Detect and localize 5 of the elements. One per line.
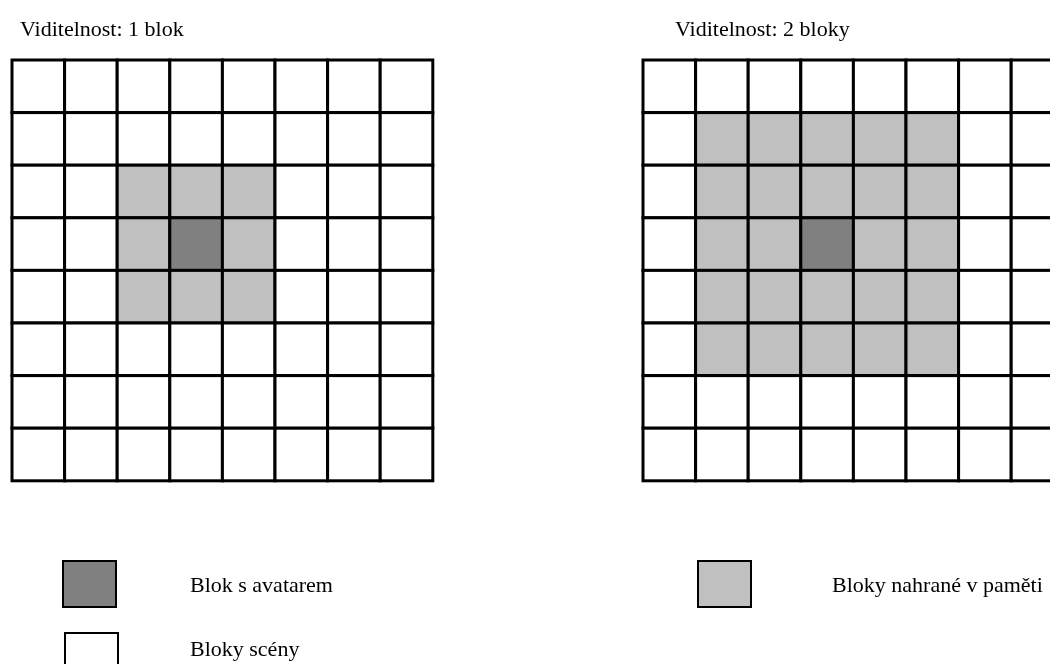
legend-label: Bloky nahrané v paměti xyxy=(832,574,1043,596)
legend-label: Blok s avatarem xyxy=(190,574,333,596)
grid-heading: Viditelnost: 2 bloky xyxy=(675,18,850,40)
grid-heading: Viditelnost: 1 blok xyxy=(20,18,184,40)
legend-label: Bloky scény xyxy=(190,638,300,660)
